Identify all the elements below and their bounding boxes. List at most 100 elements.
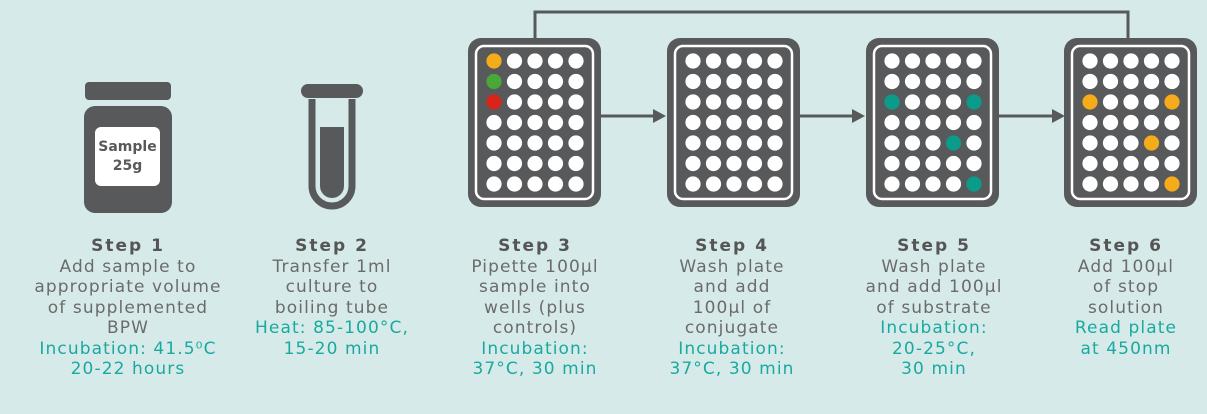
well — [767, 53, 783, 69]
well — [726, 73, 742, 90]
well — [1102, 94, 1119, 110]
well — [966, 155, 982, 172]
well — [527, 94, 543, 110]
well — [1082, 155, 1098, 172]
step1-caption: Step 1 Add sample to appropriate volume … — [18, 236, 238, 380]
arrowhead-icon — [852, 109, 865, 123]
step6-description: Add 100µl of stop solution — [1077, 256, 1175, 318]
step6-caption: Step 6 Add 100µl of stop solution Read p… — [1016, 236, 1207, 359]
step1-description: Add sample to appropriate volume of supp… — [34, 256, 222, 339]
well — [547, 73, 564, 90]
well — [527, 176, 543, 192]
well — [685, 53, 701, 69]
well — [685, 73, 701, 90]
well — [506, 53, 523, 69]
well — [1164, 53, 1180, 69]
well — [506, 94, 523, 110]
well — [1143, 73, 1160, 90]
well — [904, 114, 921, 131]
well — [527, 73, 543, 90]
well — [904, 73, 921, 90]
well — [945, 73, 962, 90]
step5-caption: Step 5 Wash plate and add 100µl of subst… — [824, 236, 1044, 380]
step6-plate — [1064, 38, 1197, 207]
well — [486, 114, 502, 131]
well — [1102, 114, 1119, 131]
well — [1123, 53, 1139, 69]
well — [884, 73, 900, 90]
well — [746, 176, 763, 192]
jar-label-line2: 25g — [113, 158, 143, 174]
well-plates — [468, 38, 1197, 207]
well — [726, 135, 742, 151]
step5-title: Step 5 — [897, 236, 971, 256]
well — [746, 53, 763, 69]
step6-title: Step 6 — [1089, 236, 1163, 256]
well — [1143, 53, 1160, 69]
well — [486, 155, 502, 172]
well — [767, 114, 783, 131]
well — [925, 53, 941, 69]
well — [547, 114, 564, 131]
well — [925, 135, 941, 151]
well — [1082, 53, 1098, 69]
well — [884, 114, 900, 131]
well-colored — [486, 73, 502, 90]
well — [1102, 73, 1119, 90]
well — [884, 155, 900, 172]
plate-border — [1070, 44, 1191, 201]
jar-label — [95, 127, 160, 186]
well — [945, 155, 962, 172]
well — [1102, 155, 1119, 172]
step5-plate — [866, 38, 999, 207]
well — [685, 114, 701, 131]
well — [925, 73, 941, 90]
well — [486, 135, 502, 151]
well — [506, 135, 523, 151]
well — [746, 114, 763, 131]
well — [685, 94, 701, 110]
step2-title: Step 2 — [295, 236, 369, 256]
well — [547, 94, 564, 110]
well — [1164, 114, 1180, 131]
well — [904, 176, 921, 192]
well — [568, 155, 584, 172]
step2-caption: Step 2 Transfer 1ml culture to boiling t… — [222, 236, 442, 359]
well — [527, 114, 543, 131]
well — [726, 155, 742, 172]
well — [1123, 135, 1139, 151]
well — [884, 53, 900, 69]
well — [925, 94, 941, 110]
well — [966, 135, 982, 151]
jar-label-line1: Sample — [98, 139, 156, 155]
well — [705, 53, 722, 69]
well — [685, 176, 701, 192]
well — [966, 114, 982, 131]
well — [726, 53, 742, 69]
step6-note: Read plate at 450nm — [1074, 318, 1178, 359]
well — [705, 94, 722, 110]
well — [705, 114, 722, 131]
well — [547, 135, 564, 151]
well — [904, 53, 921, 69]
well — [1123, 114, 1139, 131]
well — [767, 155, 783, 172]
step3-plate — [468, 38, 601, 207]
well — [925, 155, 941, 172]
well — [506, 114, 523, 131]
step1-title: Step 1 — [91, 236, 165, 256]
tube-liquid — [320, 127, 344, 198]
step3-title: Step 3 — [498, 236, 572, 256]
well — [1123, 73, 1139, 90]
well — [767, 73, 783, 90]
well — [1082, 73, 1098, 90]
well — [767, 176, 783, 192]
well — [726, 94, 742, 110]
well-colored — [1143, 135, 1160, 151]
step5-note: Incubation: 20-25°C, 30 min — [880, 318, 988, 379]
well — [705, 73, 722, 90]
well — [904, 135, 921, 151]
well — [705, 176, 722, 192]
step4-title: Step 4 — [695, 236, 769, 256]
